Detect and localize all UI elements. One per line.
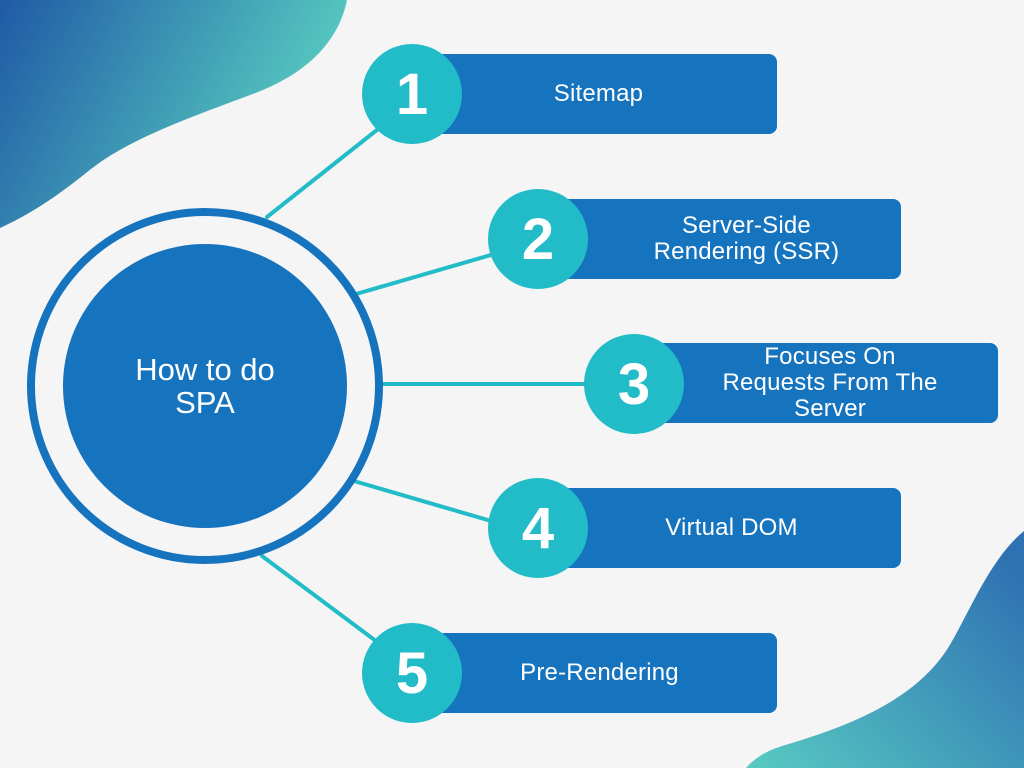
item-4-number-badge: 4 [488,478,588,578]
center-circle [63,244,347,528]
item-3-number: 3 [617,351,651,417]
item-2-number-badge: 2 [488,189,588,289]
item-3-number-badge: 3 [584,334,684,434]
item-4-number: 4 [521,495,555,561]
connector-line-5 [260,554,394,655]
item-1-pill: Sitemap [410,54,777,134]
item-5-pill: Pre-Rendering [410,633,777,713]
bottom-right-blob [746,531,1024,768]
top-left-blob [0,0,347,228]
item-4-pill: Virtual DOM [540,488,901,568]
item-5-number: 5 [395,640,429,706]
connector-line-1 [265,116,394,219]
center-label-box: How to do SPA [63,244,347,528]
item-1-number: 1 [395,61,429,127]
item-3-pill: Focuses On Requests From The Server [640,343,998,423]
item-5-number-badge: 5 [362,623,462,723]
item-3-label: Focuses On Requests From The Server [722,343,938,422]
item-2-label: Server-Side Rendering (SSR) [653,212,840,265]
item-1-label: Sitemap [553,80,644,108]
item-5-label: Pre-Rendering [520,659,679,687]
center-label: How to do SPA [135,351,275,420]
item-2-number: 2 [521,206,555,272]
item-2-pill: Server-Side Rendering (SSR) [540,199,901,279]
item-1-number-badge: 1 [362,44,462,144]
item-4-label: Virtual DOM [665,514,798,542]
